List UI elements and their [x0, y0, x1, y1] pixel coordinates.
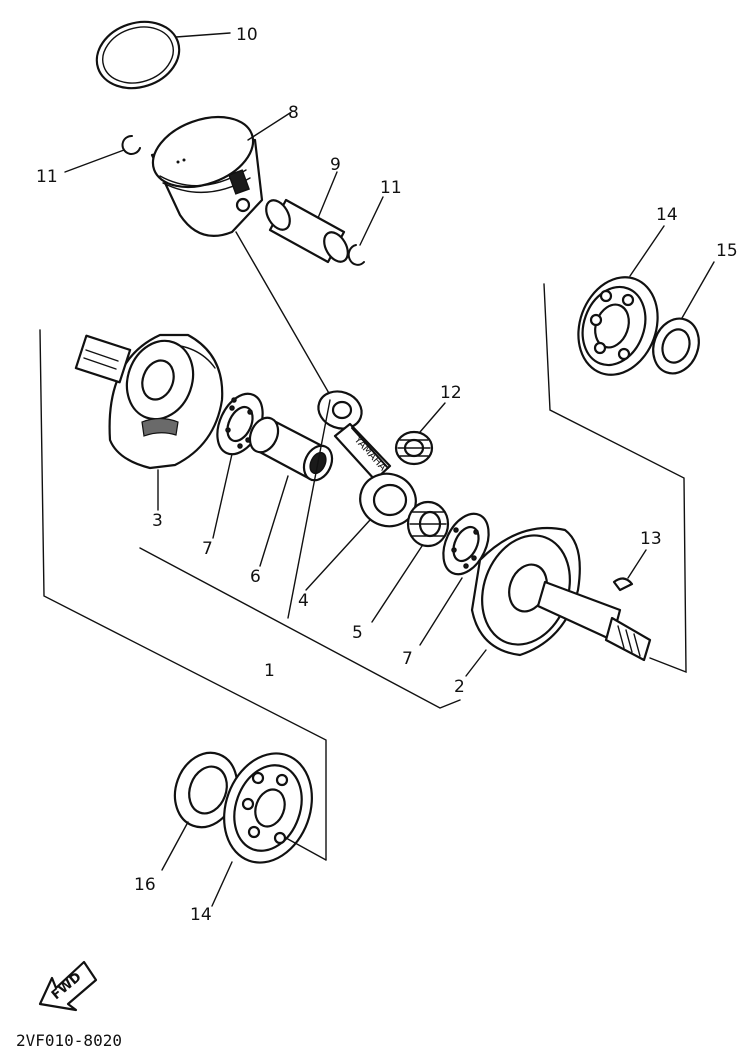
- piston-pin: [265, 198, 349, 264]
- part-label-8: 8: [288, 103, 299, 123]
- bearing-upper: [577, 276, 659, 376]
- part-label-11-left: 11: [36, 167, 58, 187]
- fwd-arrow-icon: FWD: [38, 960, 98, 1012]
- piston: [150, 115, 264, 237]
- part-label-9: 9: [330, 155, 341, 175]
- part-label-6: 6: [250, 567, 261, 587]
- part-label-13: 13: [640, 529, 662, 549]
- part-label-7-left: 7: [202, 539, 213, 559]
- part-label-16: 16: [134, 875, 156, 895]
- assembly-outline: [39, 283, 687, 861]
- crank-right: [470, 526, 652, 662]
- part-label-7-right: 7: [402, 649, 413, 669]
- part-label-11-right: 11: [380, 178, 402, 198]
- part-label-3: 3: [152, 511, 163, 531]
- piston-ring: [95, 20, 181, 90]
- part-label-14-upper: 14: [656, 205, 678, 225]
- figure-code: 2VF010-8020: [16, 1031, 122, 1050]
- circlip-right: [347, 244, 365, 266]
- thrust-washer-right: [442, 512, 490, 576]
- crank-left: [74, 333, 224, 470]
- needle-bearing-small: [394, 430, 434, 466]
- part-label-5: 5: [352, 623, 363, 643]
- part-label-10: 10: [236, 25, 258, 45]
- part-label-4: 4: [298, 591, 309, 611]
- oil-seal-upper: [652, 317, 700, 375]
- woodruff-key: [612, 577, 634, 592]
- needle-bearing-big: [406, 500, 450, 548]
- bearing-lower: [223, 752, 313, 864]
- part-label-2: 2: [454, 677, 465, 697]
- part-label-1: 1: [264, 661, 275, 681]
- part-label-14-lower: 14: [190, 905, 212, 925]
- part-label-15: 15: [716, 241, 738, 261]
- oil-seal-lower: [173, 751, 239, 829]
- crank-pin: [248, 416, 334, 482]
- circlip-left: [121, 134, 141, 155]
- part-label-12: 12: [440, 383, 462, 403]
